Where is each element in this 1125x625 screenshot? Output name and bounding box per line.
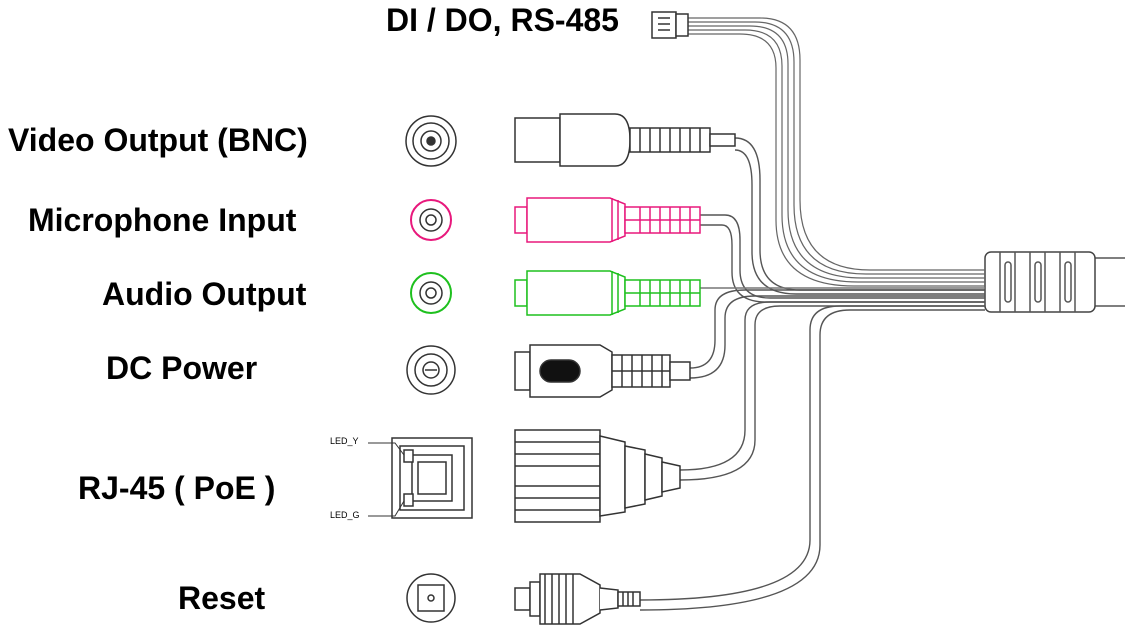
dio-wires xyxy=(688,17,985,287)
label-video-output: Video Output (BNC) xyxy=(8,122,308,158)
rj45-port-icon xyxy=(368,437,473,519)
label-audio-output: Audio Output xyxy=(102,276,307,312)
bnc-port-icon xyxy=(405,115,457,167)
mic-plug-icon xyxy=(514,197,701,243)
dc-power-port-icon xyxy=(406,345,456,395)
label-rj45: RJ-45 ( PoE ) xyxy=(78,470,276,506)
bnc-plug-icon xyxy=(514,113,736,167)
label-dio: DI / DO, RS-485 xyxy=(386,2,619,38)
reset-port-icon xyxy=(406,573,456,623)
dc-power-plug-icon xyxy=(514,344,691,398)
connector-wires xyxy=(639,137,985,611)
reset-plug-icon xyxy=(514,573,641,625)
label-reset: Reset xyxy=(178,580,266,616)
cable-bundle xyxy=(984,251,1125,313)
label-led-g: LED_G xyxy=(330,510,360,520)
audio-out-port-icon xyxy=(410,272,452,314)
mic-port-icon xyxy=(410,199,452,241)
dio-connector-icon xyxy=(651,11,689,39)
label-led-y: LED_Y xyxy=(330,436,359,446)
label-dc-power: DC Power xyxy=(106,350,258,386)
label-microphone-input: Microphone Input xyxy=(28,202,297,238)
audio-out-plug-icon xyxy=(514,270,701,316)
rj45-plug-icon xyxy=(514,429,681,523)
